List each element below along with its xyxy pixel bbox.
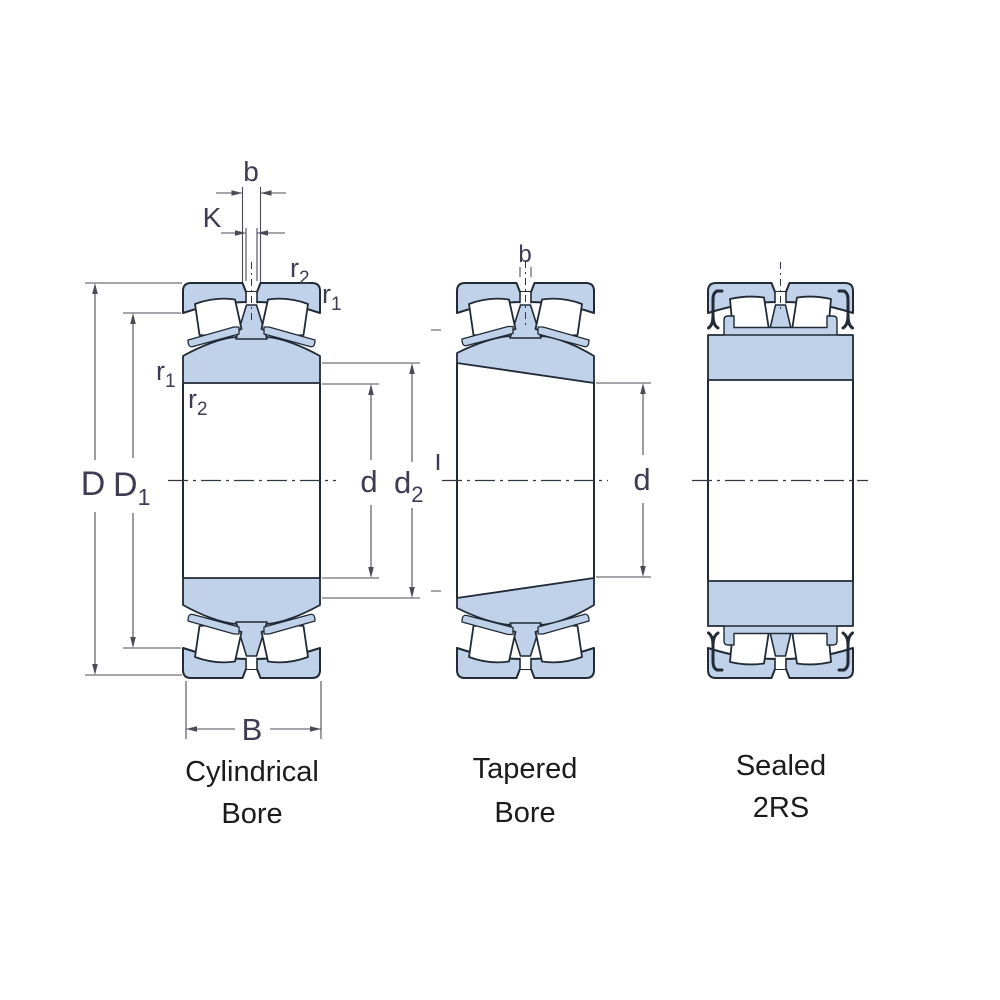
caption-tapered-line2: Bore <box>494 797 555 829</box>
dimension-b-tapered-ticks <box>519 267 532 277</box>
caption-sealed-line2: 2RS <box>753 792 809 824</box>
captions: Cylindrical Bore Tapered Bore Sealed 2RS <box>185 750 826 830</box>
dimension-d2-lines <box>322 362 420 599</box>
caption-sealed-line1: Sealed <box>736 750 826 782</box>
dimension-B-lines <box>185 681 322 739</box>
caption-cylindrical-line2: Bore <box>221 798 282 830</box>
caption-tapered-line1: Tapered <box>473 753 578 785</box>
bearing-tapered-bore-drawing <box>442 261 608 679</box>
dimension-D-lines <box>85 282 182 676</box>
label-r1-left: r1 <box>156 356 176 392</box>
label-b-tapered: b <box>518 241 531 268</box>
reference-dashes <box>431 329 441 592</box>
label-r2-top: r2 <box>290 253 310 289</box>
label-b-cylindrical: b <box>243 156 259 187</box>
dimension-D1-lines <box>123 312 181 649</box>
dimension-lines <box>85 187 651 739</box>
label-D1: D1 <box>113 466 150 510</box>
label-d-tapered: d <box>633 462 650 497</box>
dimension-b-lines <box>216 187 286 282</box>
dimension-K-lines <box>221 228 285 281</box>
label-r1-top: r1 <box>322 279 342 315</box>
label-r2-left: r2 <box>188 384 208 420</box>
dimension-arrowheads <box>92 190 646 732</box>
label-d2: d2 <box>394 465 424 507</box>
dimension-d-tapered-lines <box>596 382 651 578</box>
dimension-labels: b K r2 r1 r1 r2 D D1 d d2 b d B <box>81 156 651 747</box>
bearing-sealed-2rs-drawing <box>692 262 868 680</box>
dimension-d-lines <box>322 383 379 579</box>
bearing-cylindrical-bore-drawing <box>168 262 336 679</box>
label-d-cylindrical: d <box>360 464 377 499</box>
caption-cylindrical-line1: Cylindrical <box>185 756 319 788</box>
label-B: B <box>242 712 263 747</box>
label-K: K <box>203 202 222 233</box>
label-D: D <box>81 465 106 503</box>
